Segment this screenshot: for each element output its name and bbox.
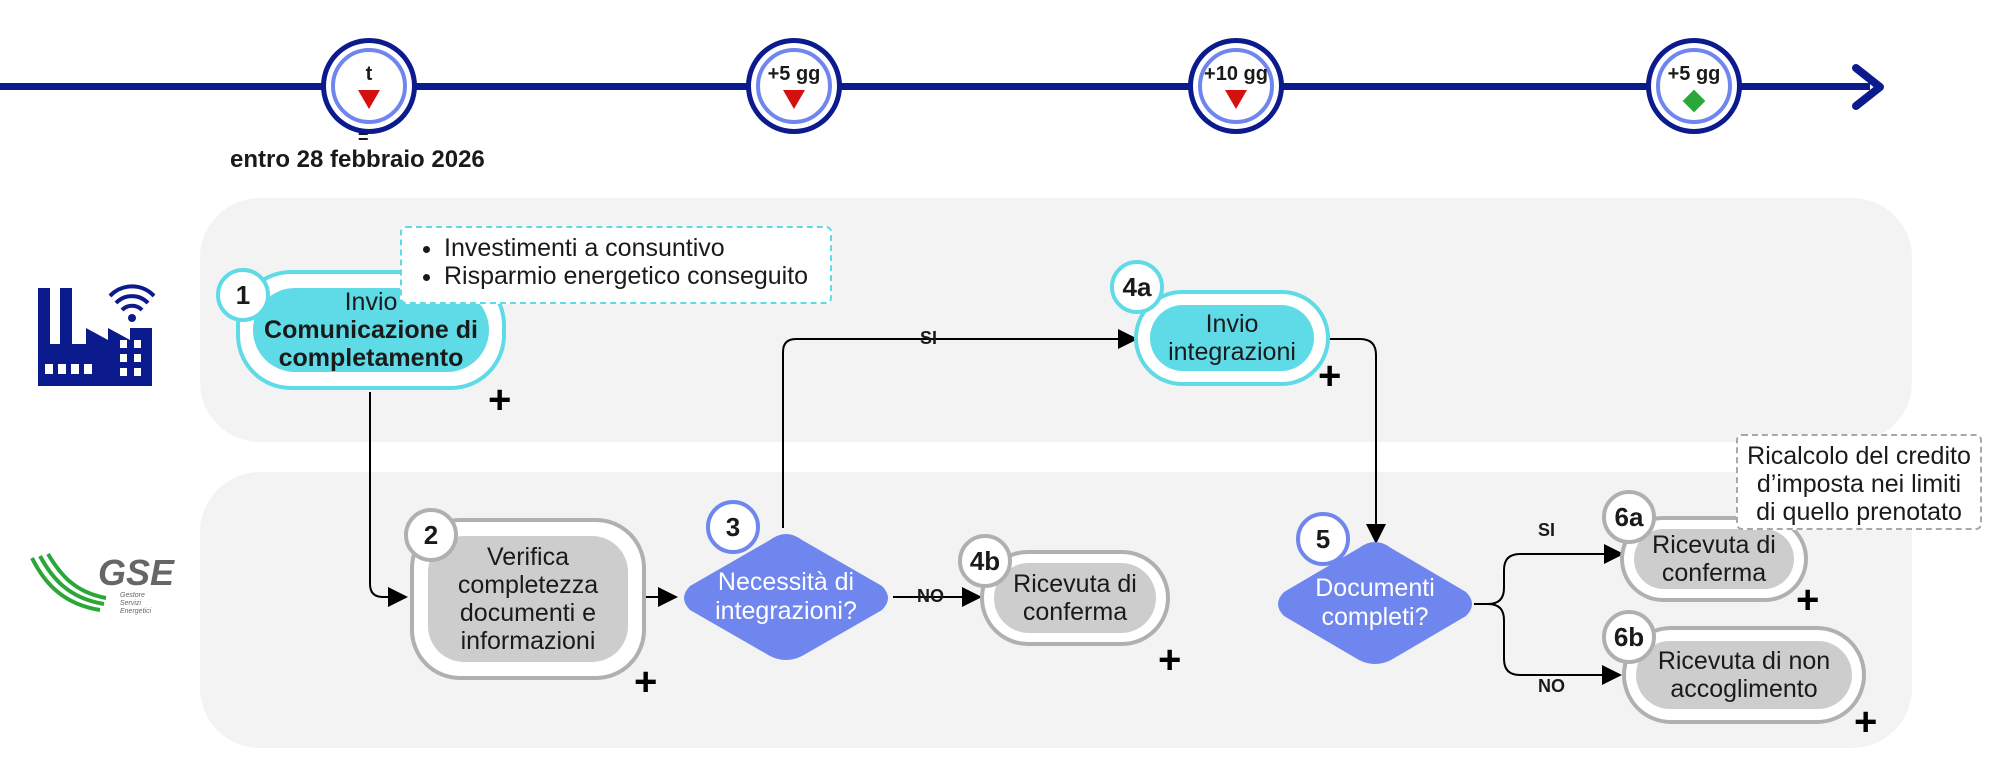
step-2-line: informazioni [460, 627, 596, 655]
step-4b-number: 4b [958, 534, 1012, 588]
step-4a-number: 4a [1110, 260, 1164, 314]
edge-label-si: SI [920, 328, 938, 348]
plus-icon: + [634, 660, 658, 704]
gse-tagline-line: Gestore [120, 592, 145, 599]
step-6a-note: Ricalcolo del credito d’imposta nei limi… [1736, 434, 1982, 530]
step-5-number: 5 [1296, 512, 1350, 566]
timeline-arrow-icon [1852, 64, 1884, 110]
step-6a-number: 6a [1602, 490, 1656, 544]
timeline-node-label: +5 gg [1667, 63, 1721, 85]
step-6a-box: Ricevuta di conferma [1620, 516, 1808, 602]
gse-tagline-line: Energetici [120, 608, 152, 615]
step-1-line2: Comunicazione di [264, 316, 478, 344]
step-4a-line: integrazioni [1168, 338, 1296, 366]
step-3-text: Necessità di integrazioni? [676, 568, 896, 626]
equals-sign: = [358, 127, 369, 147]
step-2-box: Verifica completezza documenti e informa… [410, 518, 646, 680]
note-item: Investimenti a consuntivo [444, 234, 822, 262]
timeline-node-label: t [365, 63, 373, 85]
step-3-number: 3 [706, 500, 760, 554]
step-1-note: Investimenti a consuntivo Risparmio ener… [400, 226, 832, 304]
gse-logo: GSE Gestore Servizi Energetici [28, 552, 174, 622]
timeline-line [0, 83, 1870, 90]
step-6b-number: 6b [1602, 610, 1656, 664]
note-line: d’imposta nei limiti [1756, 470, 1962, 498]
timeline-node-t: t [321, 38, 417, 134]
step-3-line: integrazioni? [715, 597, 857, 625]
plus-icon: + [1158, 638, 1182, 682]
timeline-node-label: +5 gg [767, 63, 821, 85]
deadline-date: entro 28 febbraio 2026 [230, 146, 485, 173]
gse-tagline-line: Servizi [120, 600, 142, 607]
step-5-text: Documenti completi? [1270, 574, 1480, 632]
step-6a-line: Ricevuta di [1652, 531, 1776, 559]
step-4a-box: Invio integrazioni [1134, 290, 1330, 386]
step-6b-line: Ricevuta di non [1657, 647, 1831, 675]
step-2-line: completezza [457, 571, 599, 599]
red-triangle-icon [1225, 90, 1247, 109]
step-4b-box: Ricevuta di conferma [980, 550, 1170, 646]
note-line: Ricalcolo del credito [1747, 442, 1971, 470]
plus-icon: + [488, 378, 512, 422]
timeline-node-5gg-final: +5 gg [1646, 38, 1742, 134]
step-1-line3: completamento [278, 344, 464, 372]
step-5-diamond [1278, 542, 1472, 664]
step-1-number: 1 [216, 268, 270, 322]
edge-label-no: NO [1538, 676, 1565, 696]
gse-swoosh-icon [30, 552, 107, 612]
step-2-line: Verifica [487, 543, 569, 571]
step-6b-box: Ricevuta di non accoglimento [1622, 626, 1866, 724]
edge-label-no: NO [917, 586, 944, 606]
gse-tagline: Gestore Servizi Energetici [120, 592, 151, 616]
gse-logo-text: GSE [98, 552, 175, 593]
step-3-diamond [684, 534, 888, 660]
plus-icon: + [1318, 354, 1342, 398]
red-triangle-icon [783, 90, 805, 109]
plus-icon: + [1854, 700, 1878, 744]
step-2-number: 2 [404, 508, 458, 562]
step-5-line: completi? [1321, 603, 1429, 631]
timeline-node-label: +10 gg [1204, 63, 1268, 85]
note-line: di quello prenotato [1756, 498, 1962, 526]
step-6a-line: conferma [1661, 559, 1767, 587]
step-4b-line: conferma [1022, 598, 1128, 626]
note-item: Risparmio energetico conseguito [444, 262, 822, 290]
red-triangle-icon [358, 90, 380, 109]
step-4a-line: Invio [1205, 310, 1259, 338]
timeline-node-10gg: +10 gg [1188, 38, 1284, 134]
timeline-node-5gg: +5 gg [746, 38, 842, 134]
step-5-line: Documenti [1315, 574, 1435, 602]
edge-label-si: SI [1538, 520, 1556, 540]
step-6b-line: accoglimento [1670, 675, 1818, 703]
factory-wifi-icon [38, 284, 156, 386]
step-1-line1: Invio [344, 288, 398, 316]
step-2-line: documenti e [459, 599, 597, 627]
step-3-line: Necessità di [717, 568, 855, 596]
step-4b-line: Ricevuta di [1013, 570, 1137, 598]
plus-icon: + [1796, 578, 1820, 622]
